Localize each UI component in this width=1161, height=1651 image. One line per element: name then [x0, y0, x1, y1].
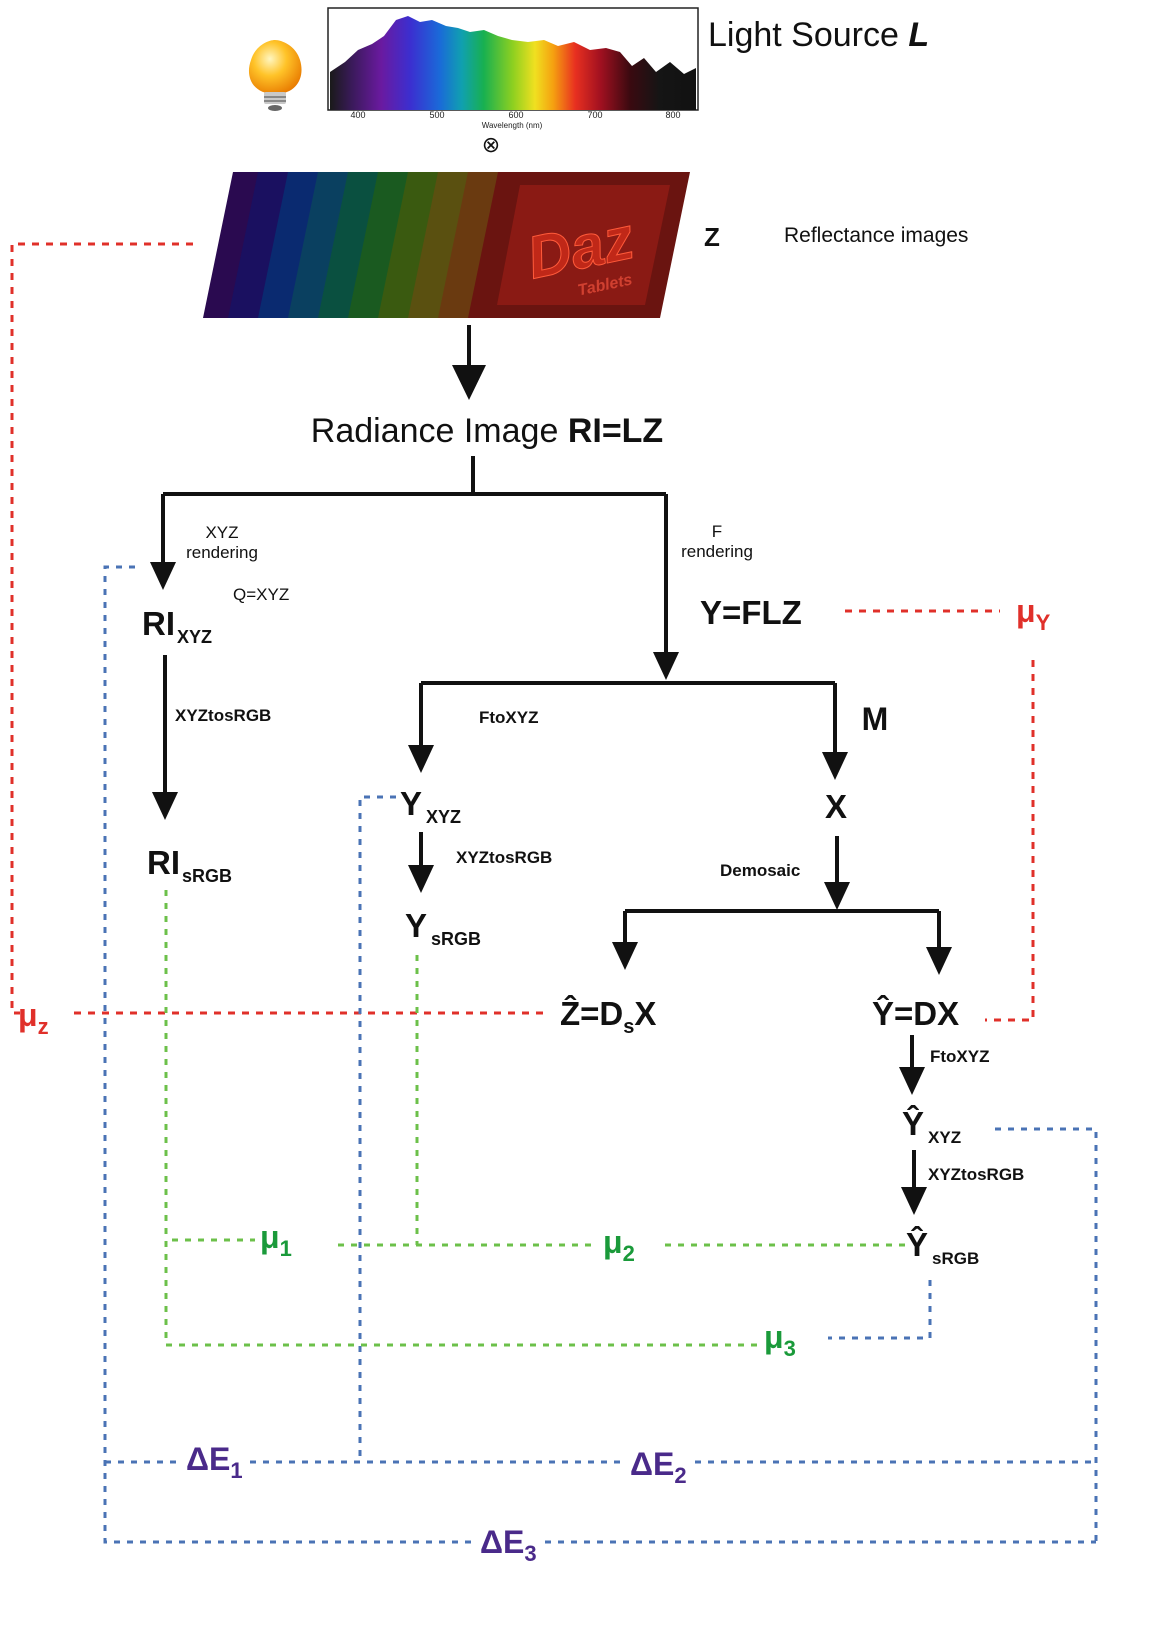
tick-label: 700	[587, 110, 602, 120]
tick-label: 500	[429, 110, 444, 120]
ftoxyz-label-2: FtoXYZ	[930, 1047, 990, 1066]
demosaic-label: Demosaic	[720, 861, 800, 880]
delta-e-2-label: ΔE2	[630, 1446, 687, 1488]
mu-1-label: μ1	[260, 1219, 292, 1261]
reflectance-symbol: Z	[704, 222, 720, 252]
mu-z-label: μz	[18, 997, 49, 1039]
tick-label: 600	[508, 110, 523, 120]
reflectance-label: Reflectance images	[784, 224, 968, 247]
xyztosrgb-label-1: XYZtosRGB	[175, 706, 271, 725]
reflectance-image-stack: Daz Tablets	[203, 172, 690, 318]
mu-y-label: μY	[1016, 593, 1051, 635]
xyztosrgb-label-2: XYZtosRGB	[456, 848, 552, 867]
arrow-to-radiance	[452, 325, 486, 400]
light-source-label: Light Source L	[708, 16, 929, 54]
tick-label: 400	[350, 110, 365, 120]
mu-2-label: μ2	[603, 1224, 635, 1266]
pipeline-arrows	[150, 456, 952, 1215]
node-z-hat: Ẑ=DsX	[560, 995, 656, 1038]
delta-e-3-label: ΔE3	[480, 1524, 537, 1566]
xyz-rendering-label-1: XYZ	[205, 523, 238, 542]
node-x: X	[825, 788, 847, 825]
light-bulb-icon	[249, 40, 302, 111]
node-y-hat: Ŷ=DX	[872, 995, 959, 1032]
metric-labels: μY μz μ1 μ2 μ3 ΔE1 ΔE2 ΔE3	[18, 593, 1051, 1566]
spectrum-xlabel: Wavelength (nm)	[482, 121, 543, 130]
f-rendering-label-2: rendering	[681, 542, 753, 561]
node-y-flz: Y=FLZ	[700, 594, 802, 631]
multiply-symbol: ⊗	[482, 132, 500, 157]
transform-labels: XYZ rendering F rendering Q=XYZ XYZtosRG…	[175, 522, 1024, 1184]
delta-e-1-label: ΔE1	[186, 1441, 243, 1483]
spectrum-plot: 400 500 600 700 800 Wavelength (nm)	[328, 8, 698, 130]
q-equation-label: Q=XYZ	[233, 585, 289, 604]
tick-label: 800	[665, 110, 680, 120]
spectrum-ticks: 400 500 600 700 800	[350, 110, 680, 120]
radiance-title: Radiance Image RI=LZ	[311, 412, 663, 450]
f-rendering-label-1: F	[712, 522, 722, 541]
xyz-rendering-label-2: rendering	[186, 543, 258, 562]
xyztosrgb-label-3: XYZtosRGB	[928, 1165, 1024, 1184]
m-label: M	[862, 701, 889, 737]
mu-3-label: μ3	[764, 1319, 796, 1361]
ftoxyz-label-1: FtoXYZ	[479, 708, 539, 727]
